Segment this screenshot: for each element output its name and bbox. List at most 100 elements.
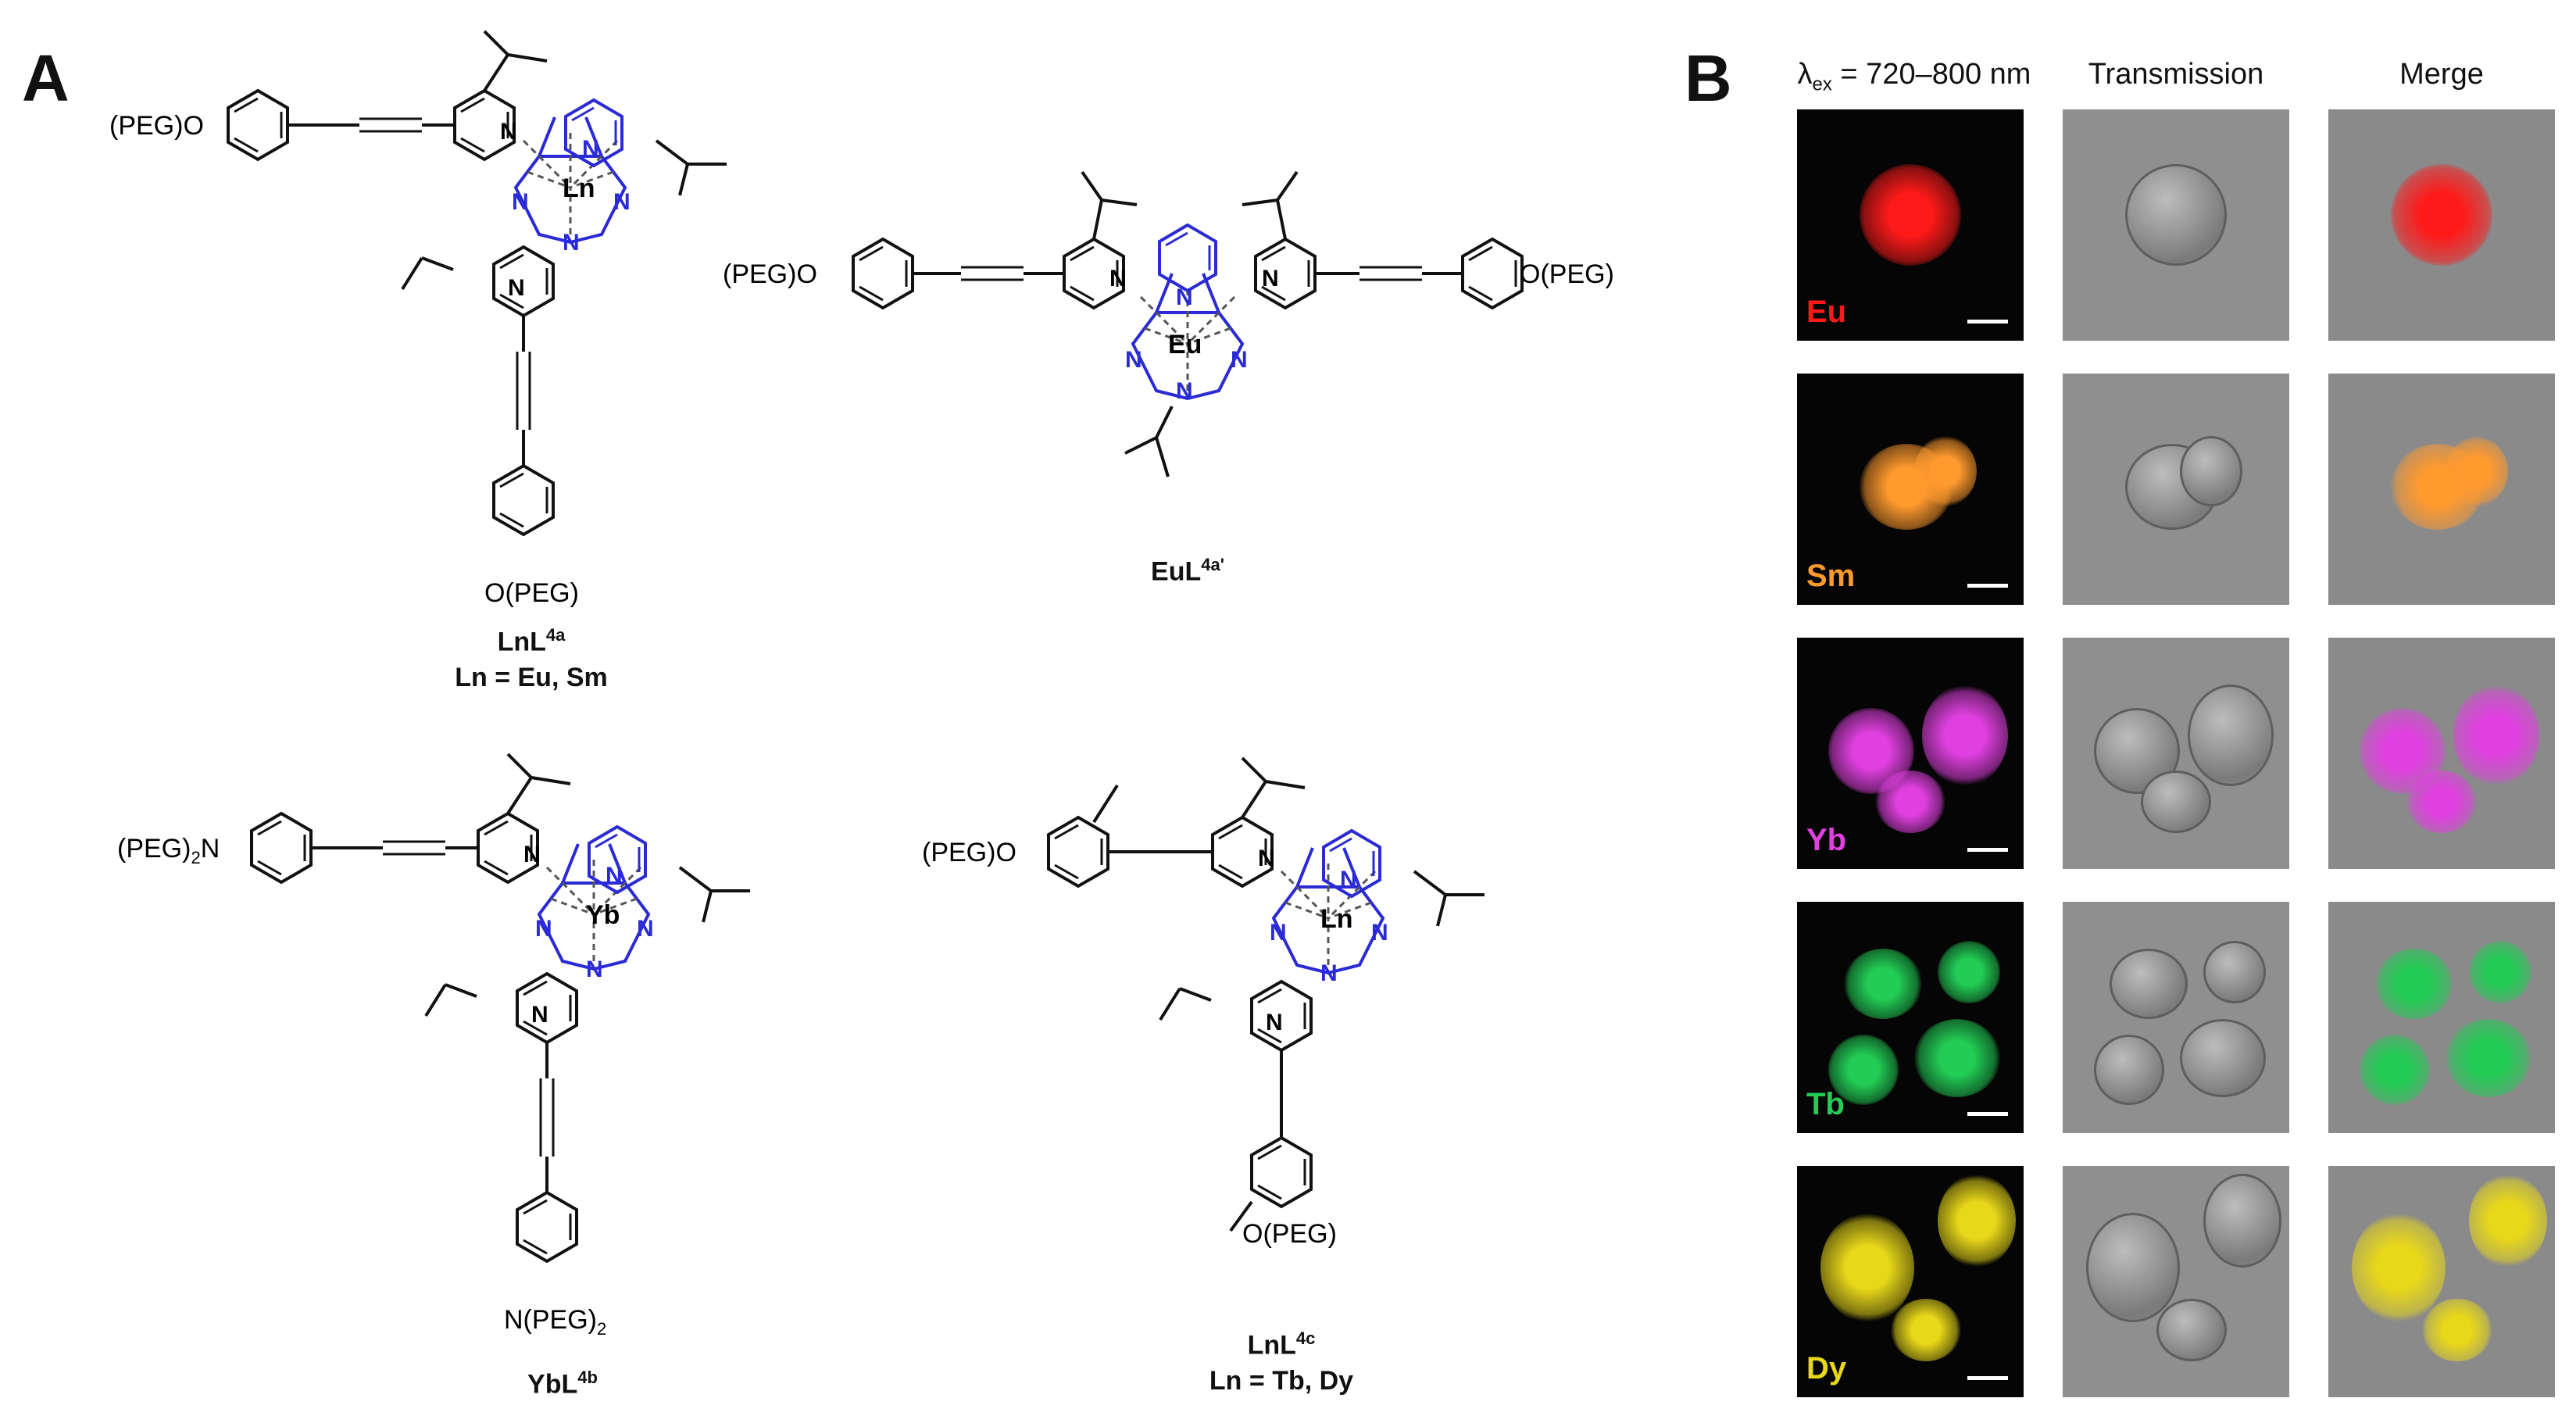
scale-bar: [1967, 1376, 2008, 1380]
substituent-left: (PEG)O: [723, 259, 817, 289]
tile-eu-emission: Eu: [1797, 109, 2024, 341]
cell-blob: [2446, 1019, 2531, 1097]
structure-lnl4a: Ln N N N N N N (PEG)O O(PEG): [109, 30, 727, 608]
column-header-merge: Merge: [2399, 58, 2484, 91]
cell-blob: [2391, 164, 2492, 266]
svg-text:N: N: [1125, 347, 1142, 373]
lanthanide-label: Tb: [1806, 1087, 1845, 1121]
lanthanide-label: Dy: [1806, 1351, 1847, 1386]
svg-text:N: N: [1258, 846, 1275, 871]
cell-blob: [1820, 1213, 1914, 1322]
tile-yb-emission: Yb: [1797, 638, 2024, 869]
tile-dy-merge: [2328, 1166, 2555, 1397]
cell-blob: [2469, 941, 2531, 1003]
cell-blob: [1844, 949, 1922, 1019]
substituent-right: O(PEG): [1520, 259, 1614, 289]
cell-blob: [2469, 1174, 2547, 1268]
structure-lnl4c: Ln N N N N N N (PEG)O O(PEG): [922, 756, 1485, 1249]
cell-blob: [2086, 1213, 2180, 1322]
tile-sm-merge: [2328, 374, 2555, 605]
cell-blob: [2180, 436, 2242, 506]
substituent-left: (PEG)O: [922, 838, 1016, 867]
cell-blob: [1914, 436, 1977, 506]
svg-text:N: N: [582, 136, 599, 162]
substituent-left: (PEG)2N: [117, 834, 220, 867]
svg-text:N: N: [1371, 920, 1388, 946]
substituent-bottom: O(PEG): [1242, 1219, 1337, 1249]
cell-blob: [2360, 1035, 2430, 1105]
svg-text:N: N: [1176, 378, 1193, 404]
metal-label: Eu: [1168, 330, 1202, 359]
metal-label: Yb: [586, 900, 620, 930]
scale-bar: [1967, 1112, 2008, 1116]
svg-text:N: N: [1340, 867, 1357, 892]
metal-label: Ln: [1320, 904, 1353, 934]
tile-yb-merge: [2328, 638, 2555, 869]
caption-eul4a-prime: EuL4a': [1151, 555, 1224, 587]
tile-tb-transmission: [2063, 902, 2289, 1133]
tile-tb-emission: Tb: [1797, 902, 2024, 1133]
svg-text:N: N: [500, 119, 517, 145]
panel-b-letter: B: [1685, 41, 1732, 115]
cell-blob: [1891, 1299, 1961, 1361]
cell-blob: [2125, 164, 2227, 266]
tile-eu-merge: [2328, 109, 2555, 341]
svg-text:N: N: [512, 189, 529, 215]
cell-blob: [2141, 771, 2211, 833]
caption-lnl4a: LnL4a Ln = Eu, Sm: [455, 625, 608, 693]
tile-dy-transmission: [2063, 1166, 2289, 1397]
svg-text:N: N: [535, 916, 552, 942]
svg-text:N: N: [1320, 960, 1338, 986]
cell-blob: [2180, 1019, 2266, 1097]
tile-sm-transmission: [2063, 374, 2289, 605]
cell-blob: [2406, 771, 2477, 833]
cell-blob: [1938, 941, 2000, 1003]
scale-bar: [1967, 848, 2008, 852]
cell-blob: [2094, 1035, 2164, 1105]
lanthanide-label: Sm: [1806, 559, 1856, 593]
svg-text:N: N: [531, 1002, 548, 1028]
panel-a-letter: A: [22, 41, 70, 115]
cell-blob: [2203, 941, 2266, 1003]
tile-yb-transmission: [2063, 638, 2289, 869]
cell-blob: [2446, 436, 2508, 506]
svg-text:N: N: [1262, 266, 1279, 291]
cell-blob: [2156, 1299, 2227, 1361]
cell-blob: [1914, 1019, 2000, 1097]
substituent-left: (PEG)O: [109, 111, 204, 141]
tile-sm-emission: Sm: [1797, 374, 2024, 605]
cell-blob: [2422, 1299, 2492, 1361]
svg-text:N: N: [1176, 284, 1193, 310]
svg-text:N: N: [1266, 1010, 1283, 1035]
cell-blob: [1828, 1035, 1899, 1105]
cell-blob: [2375, 949, 2453, 1019]
metal-label: Ln: [563, 173, 595, 203]
svg-text:N: N: [637, 916, 654, 942]
svg-text:N: N: [1109, 266, 1127, 291]
structure-ybl4b: Yb N N N N N N (PEG)2N N(PEG)2: [117, 753, 750, 1339]
caption-ybl4b: YbL4b: [527, 1368, 598, 1400]
svg-text:N: N: [1270, 920, 1287, 946]
cell-blob: [1938, 1174, 2016, 1268]
scale-bar: [1967, 584, 2008, 588]
svg-text:N: N: [606, 863, 623, 889]
structures-canvas: Ln N N N N N N (PEG)O O(PEG) Eu N N N N …: [109, 30, 1614, 1339]
cell-blob: [1922, 685, 2008, 786]
lanthanide-label: Eu: [1806, 295, 1847, 329]
cell-blob: [2203, 1174, 2281, 1268]
tile-dy-emission: Dy: [1797, 1166, 2024, 1397]
svg-text:N: N: [508, 275, 525, 301]
substituent-bottom: O(PEG): [484, 578, 579, 608]
structure-eul4a-prime: Eu N N N N N N (PEG)O O(PEG): [723, 170, 1614, 477]
column-header-excitation: λex = 720–800 nm: [1797, 58, 2031, 95]
svg-text:N: N: [613, 189, 631, 215]
tile-tb-merge: [2328, 902, 2555, 1133]
cell-blob: [1860, 164, 1961, 266]
svg-text:N: N: [563, 230, 580, 256]
cell-blob: [2110, 949, 2188, 1019]
lanthanide-label: Yb: [1806, 823, 1847, 857]
column-header-transmission: Transmission: [2088, 58, 2264, 91]
substituent-bottom: N(PEG)2: [504, 1305, 606, 1339]
svg-text:N: N: [1231, 347, 1248, 373]
svg-text:N: N: [523, 842, 541, 867]
